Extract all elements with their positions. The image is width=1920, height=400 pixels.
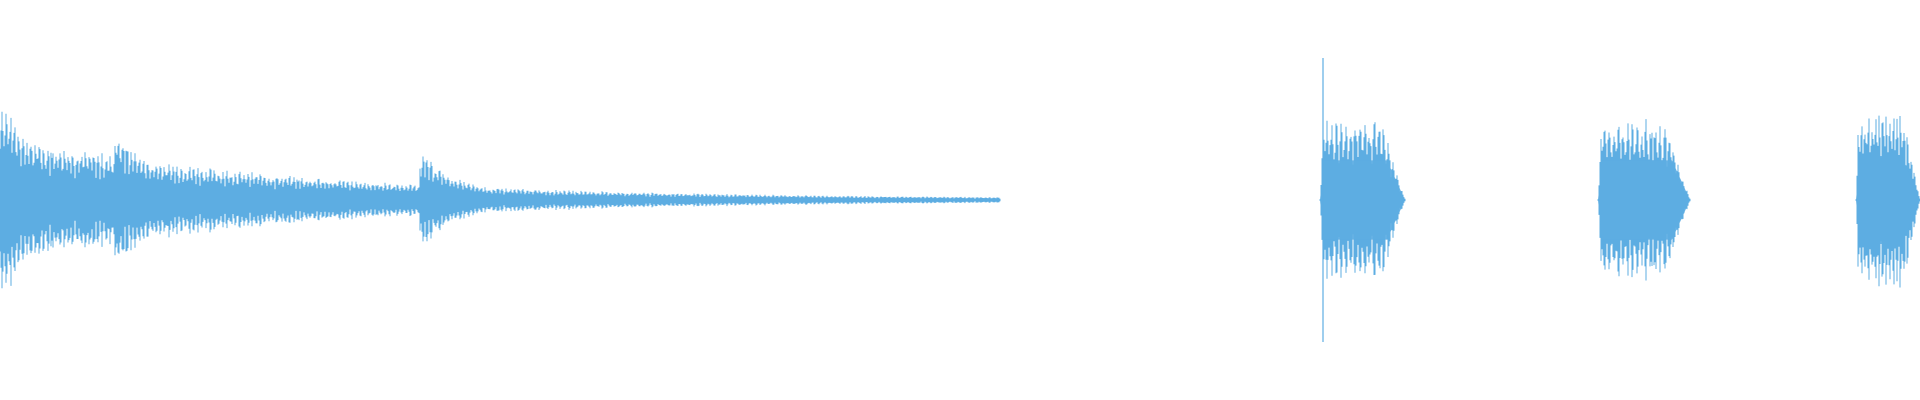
waveform-burst-1 (1319, 58, 1406, 342)
waveform-decay-tail (0, 111, 1001, 289)
waveform-burst-3 (1855, 115, 1920, 288)
waveform-burst-body (1856, 156, 1920, 244)
waveform-burst-2 (1597, 119, 1691, 281)
waveform-burst-body (1320, 160, 1405, 240)
waveform-burst-body (1598, 160, 1690, 240)
